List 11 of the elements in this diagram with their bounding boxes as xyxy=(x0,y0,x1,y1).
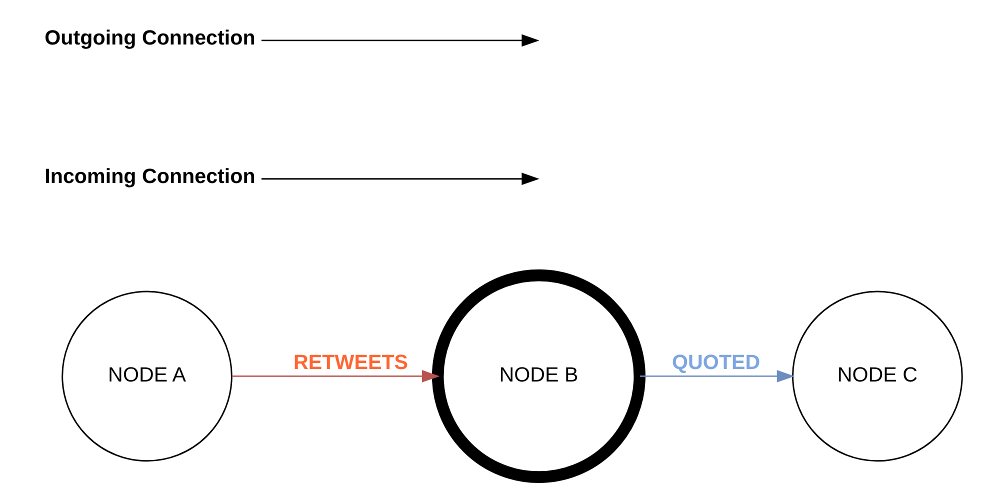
arrow xyxy=(260,34,539,47)
node-circle: NODE C xyxy=(792,290,962,462)
node-circle: NODE A xyxy=(61,290,232,462)
edge-label: RETWEETS xyxy=(293,351,408,374)
edge-label: QUOTED xyxy=(672,351,760,374)
arrow xyxy=(260,172,539,186)
arrow xyxy=(231,370,440,382)
node-text: Outgoing Connection xyxy=(44,26,255,50)
arrow xyxy=(640,370,794,382)
node-circle: NODE B xyxy=(431,269,645,483)
node-text: Incoming Connection xyxy=(44,164,255,188)
